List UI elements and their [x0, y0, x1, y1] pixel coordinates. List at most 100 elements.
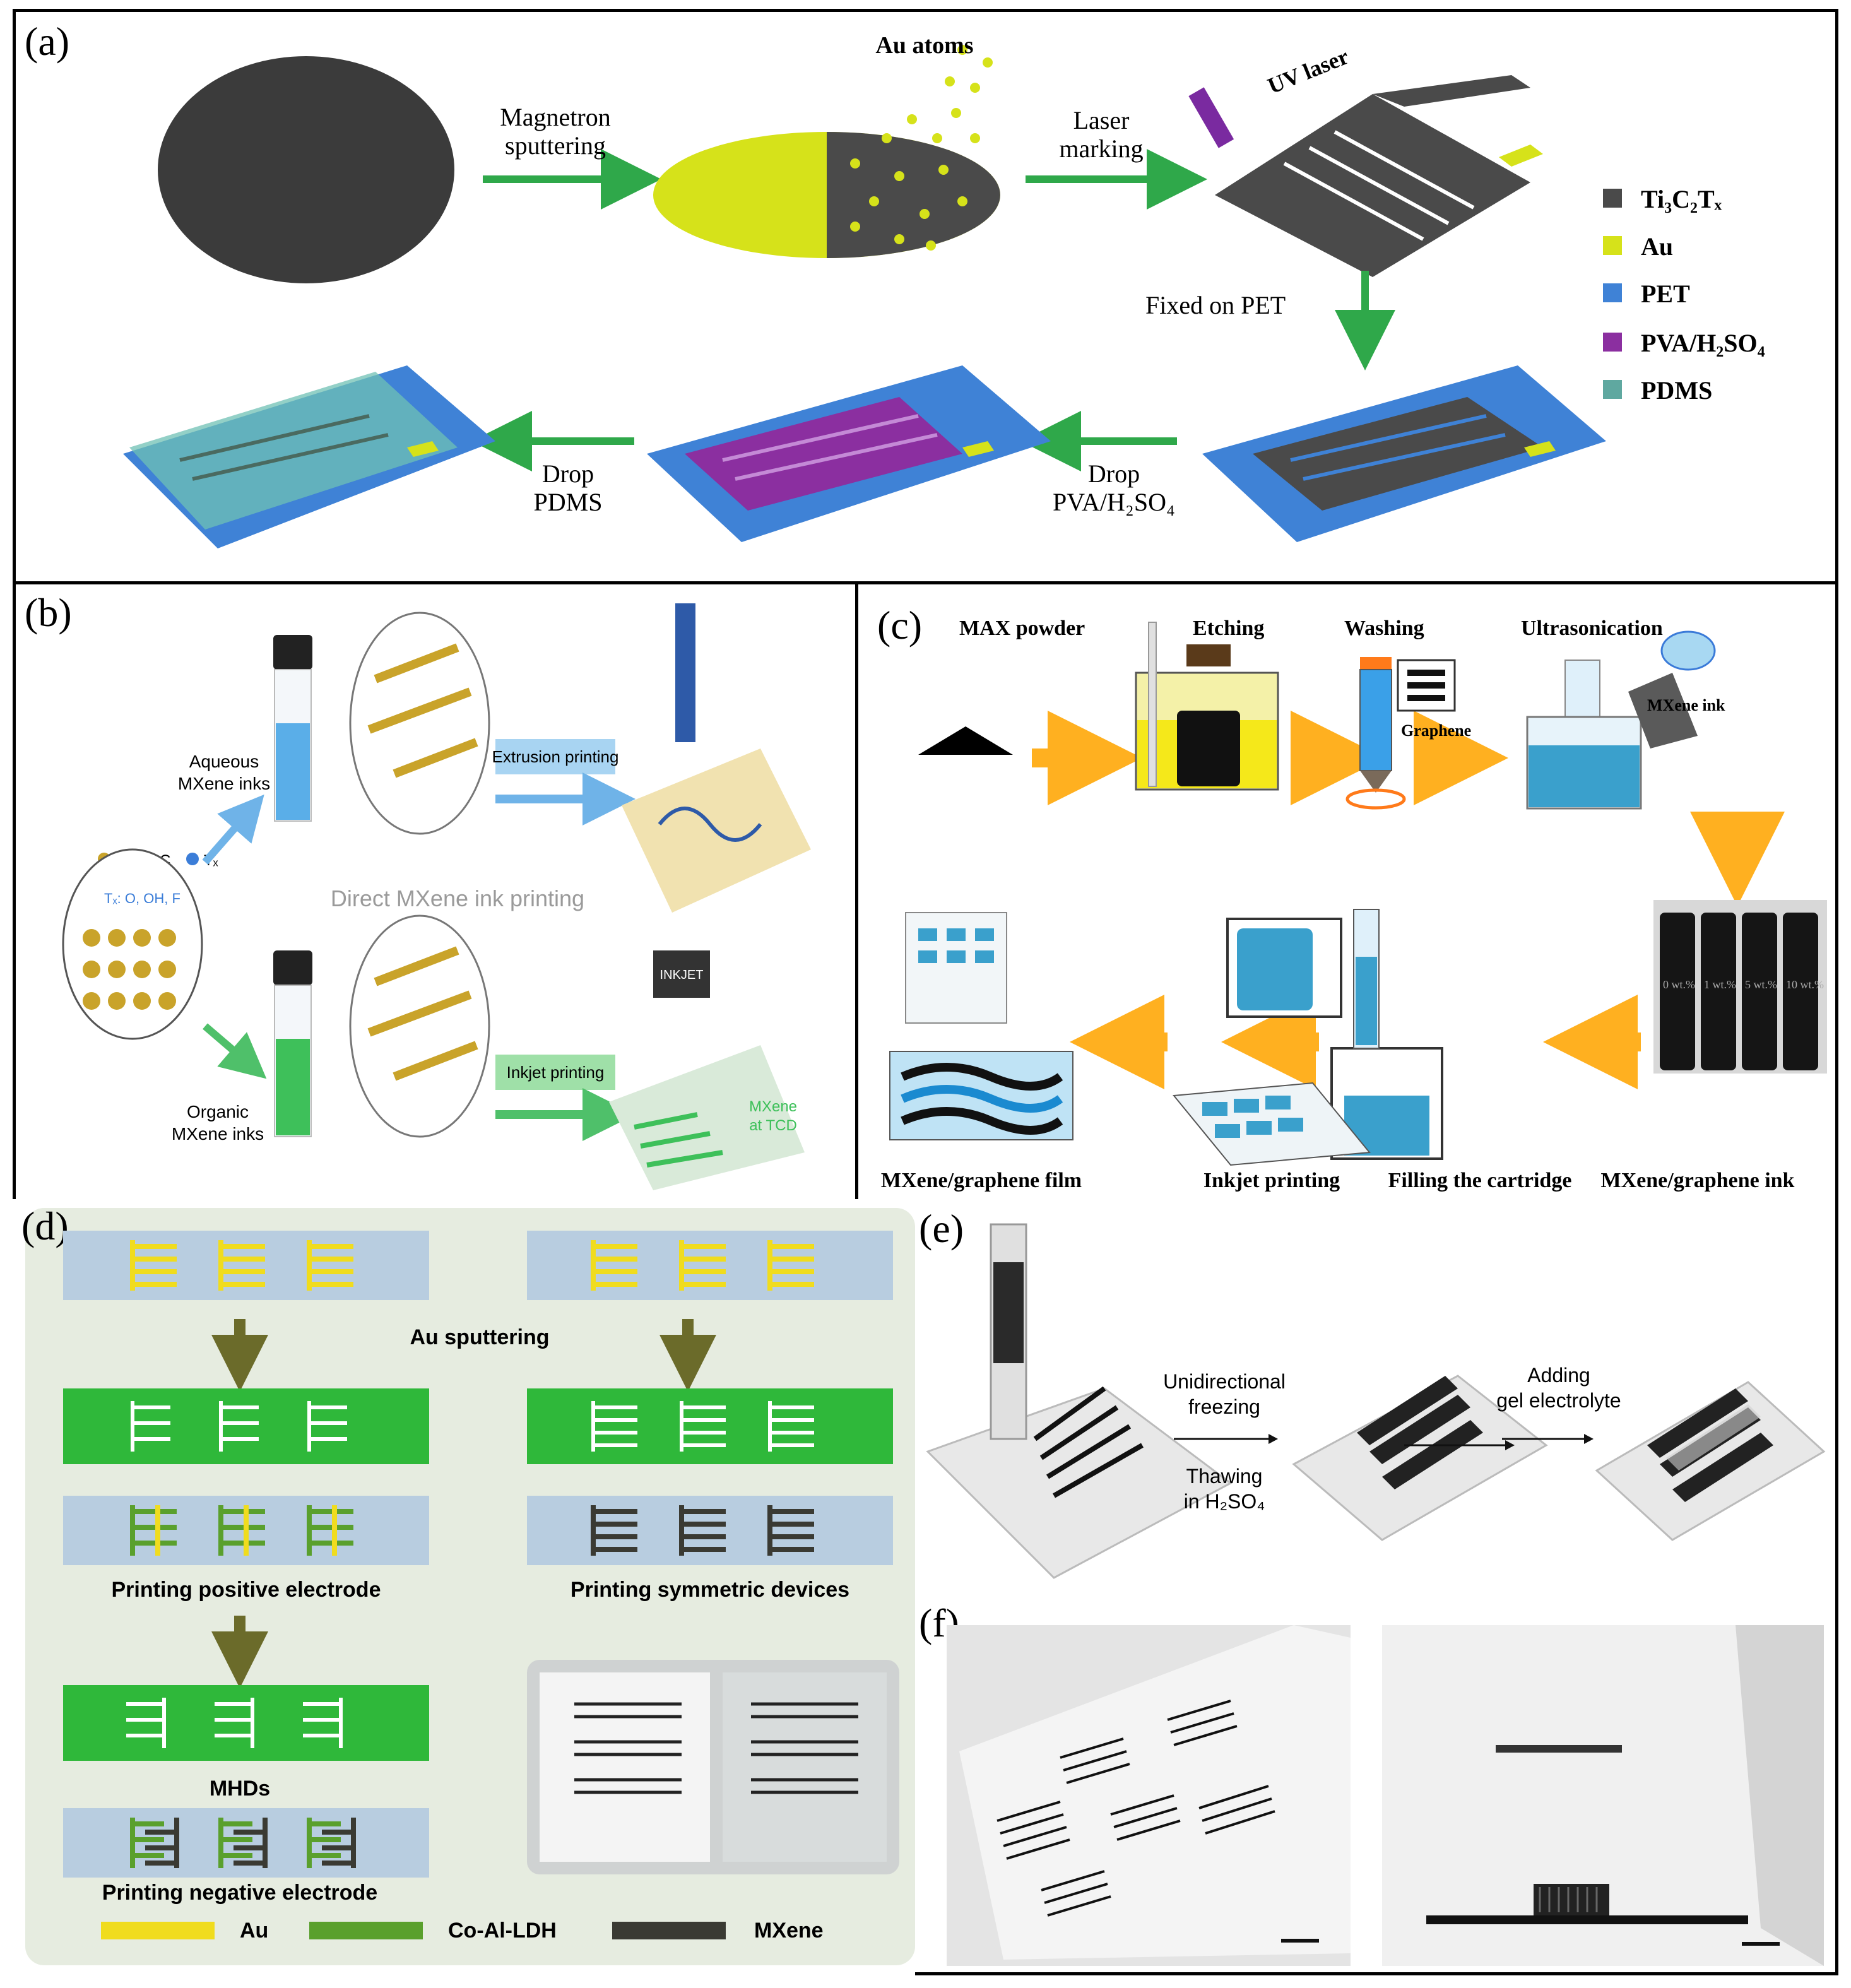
device-with-pva: [647, 365, 1051, 542]
au-disc-coated-half: [827, 132, 1000, 258]
step-e1-label-2: freezing: [1188, 1395, 1260, 1418]
mxene-tcd-label-2: at TCD: [749, 1117, 797, 1134]
white-patterns-row2: [131, 1401, 814, 1452]
au-sputtering-label: Au sputtering: [410, 1325, 550, 1349]
arrow-to-organic: [203, 1023, 267, 1079]
vial-label-2: 5 wt.%: [1745, 978, 1777, 991]
legend-d-label-2: MXene: [754, 1919, 824, 1943]
au-patterns: [130, 1240, 814, 1291]
substrate-symmetric: [527, 1496, 893, 1565]
panel-b-figure: Ti C Tₓ Tₓ: O, OH, F Aqueous MXene inks …: [62, 603, 811, 1190]
legend-a-label-3: PVA/H₂SO₄: [1641, 329, 1765, 357]
vial-label-1: 1 wt.%: [1704, 978, 1736, 991]
substrate-au-left: [63, 1231, 429, 1300]
device-on-pet: [1202, 365, 1606, 542]
photo-electrodes: [574, 1702, 858, 1794]
max-powder: [918, 726, 1013, 755]
ultrasonication-setup: [1397, 630, 1716, 810]
mxene-disc: [158, 56, 454, 283]
filling-label: Filling the cartridge: [1388, 1169, 1572, 1192]
inkjet-paper: [609, 1045, 805, 1190]
mxene-ink-label: MXene ink: [1647, 696, 1725, 714]
legend-a-swatch-0: [1603, 189, 1622, 208]
legend-d-swatch-2: [612, 1922, 726, 1939]
step2-label-1: Laser: [1073, 106, 1130, 134]
legend-d-swatch-0: [101, 1922, 215, 1939]
legend-d-label-1: Co-Al-LDH: [448, 1919, 557, 1943]
device-far: [1496, 1745, 1622, 1753]
extrusion-label: Extrusion printing: [492, 747, 619, 766]
symmetric-patterns: [591, 1505, 814, 1556]
etching-label: Etching: [1193, 617, 1264, 640]
interdigital-electrode: [1215, 75, 1543, 277]
frozen-structure: [1357, 1376, 1483, 1489]
legend-a-swatch-1: [1603, 236, 1622, 255]
vial-label-3: 10 wt.%: [1786, 978, 1824, 991]
photo-right-sheet: [723, 1672, 887, 1862]
panel-a: (a) Magnetron sputtering Au atoms Laser …: [13, 9, 1838, 584]
tx-definition: Tₓ: O, OH, F: [104, 890, 180, 906]
organic-label-1: Organic: [187, 1102, 249, 1121]
inkjet-box-label: INKJET: [660, 968, 704, 982]
aqueous-label-1: Aqueous: [189, 752, 259, 771]
arrow-to-aqueous: [202, 794, 264, 865]
mxene-tcd-label-1: MXene: [749, 1098, 797, 1115]
inkjet-label: Inkjet printing: [507, 1063, 605, 1082]
panel-c: (c) MAX powder Etching Washing Ultrasoni…: [855, 581, 1838, 1203]
mhds-label: MHDs: [210, 1777, 270, 1801]
organic-flake-lines: [367, 946, 478, 1081]
symmetric-devices-label: Printing symmetric devices: [571, 1578, 849, 1602]
au-atoms-cloud: [850, 45, 993, 251]
green-substrate-mhd: [63, 1685, 429, 1761]
organic-flakes: [349, 914, 490, 1138]
cartridge: [1330, 909, 1443, 1160]
device-near: [1426, 1884, 1748, 1924]
legend-a-swatch-4: [1603, 380, 1622, 399]
ink-vials: [1660, 913, 1818, 1070]
panel-e: (e) Unidirectional freezing Thawing in H…: [915, 1199, 1838, 1603]
step-e2-label-1: Thawing: [1186, 1465, 1263, 1488]
mxene-graphene-film: [889, 912, 1073, 1140]
negative-electrode-label: Printing negative electrode: [102, 1881, 377, 1905]
inkjet-bar: [495, 1055, 615, 1090]
legend-a-swatch-2: [1603, 283, 1622, 302]
panel-d-label: (d): [21, 1204, 69, 1248]
max-powder-label: MAX powder: [959, 617, 1085, 640]
extrusion-pen: [675, 603, 695, 742]
legend-a-label-1: Au: [1641, 232, 1673, 261]
ultrasonication-label: Ultrasonication: [1521, 617, 1663, 640]
panel-b: (b) Ti C Tₓ Tₓ: O, OH, F Aqueous MXene i…: [13, 581, 858, 1203]
washing-label: Washing: [1344, 617, 1424, 640]
aqueous-flake-lines: [367, 643, 478, 778]
bent-film: [959, 1625, 1351, 1960]
substrate-negative: [63, 1808, 429, 1878]
step-e2-label-2: in H₂SO₄: [1184, 1490, 1265, 1513]
gel-structure: [1647, 1388, 1773, 1502]
step-e3-label-1: Adding: [1527, 1364, 1590, 1387]
step1-label-2: sputtering: [505, 131, 606, 160]
etching-beaker: [1135, 622, 1279, 791]
aqueous-label-2: MXene inks: [178, 774, 270, 793]
uv-laser-pen: [1188, 87, 1234, 148]
positive-electrode-label: Printing positive electrode: [112, 1578, 381, 1602]
legend-a-swatch-3: [1603, 333, 1622, 352]
aqueous-flakes: [349, 612, 490, 835]
step3-label: Fixed on PET: [1145, 291, 1286, 319]
extrusion-bar: [495, 739, 615, 774]
negative-patterns: [130, 1818, 356, 1868]
film-devices: [996, 1700, 1275, 1917]
panel-d: (d) Au sputtering: [13, 1199, 918, 1975]
step5-label-2: PDMS: [534, 488, 603, 516]
photo-f-right-shadow: [1736, 1625, 1824, 1966]
green-substrate-left: [63, 1388, 429, 1464]
photo-left-sheet: [540, 1672, 710, 1862]
slide-3: [1595, 1381, 1826, 1541]
panel-d-figure: Au sputtering Printing positive: [63, 1231, 899, 1943]
legend-a-label-0: Ti₃C₂Tₓ: [1641, 185, 1722, 213]
panel-a-figure: Magnetron sputtering Au atoms Laser mark…: [123, 32, 1765, 548]
step1-label-1: Magnetron: [500, 103, 611, 131]
uv-laser-label: UV laser: [1264, 44, 1352, 98]
legend-a-label-4: PDMS: [1641, 376, 1712, 405]
step4-label-1: Drop: [1088, 459, 1140, 488]
inkjet-printing-label: Inkjet printing: [1203, 1169, 1340, 1192]
